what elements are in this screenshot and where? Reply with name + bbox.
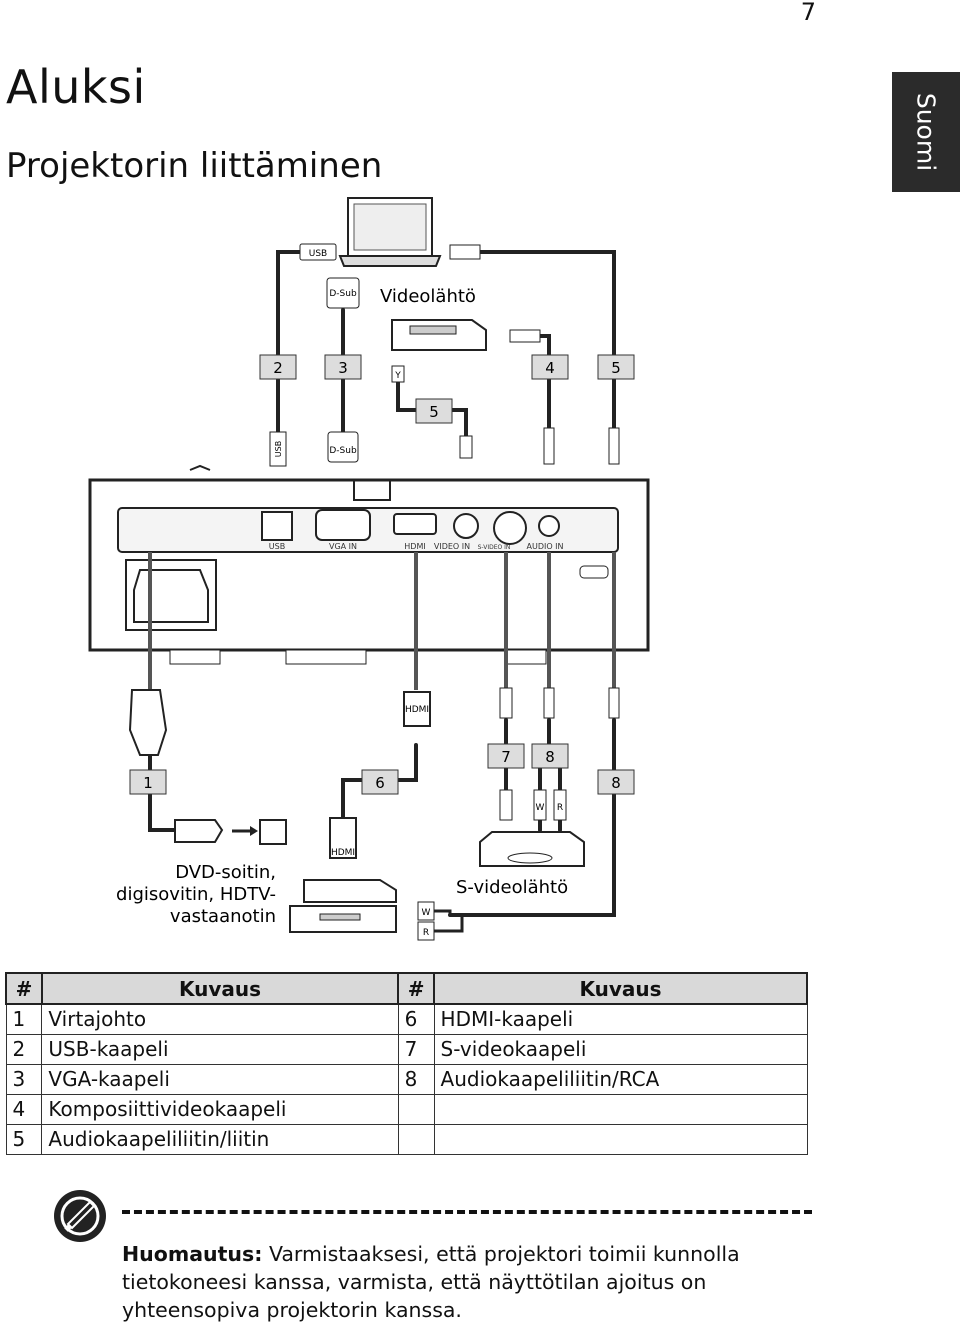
svideo-device-icon: [479, 831, 585, 867]
section-title: Projektorin liittäminen: [6, 146, 383, 186]
legend-header-row: # Kuvaus # Kuvaus: [5, 972, 808, 1005]
port-video-label: VIDEO IN: [434, 542, 470, 551]
hdmi-plug-label-top: HDMI: [405, 705, 429, 715]
callout-1: 1: [143, 774, 153, 792]
y-plug-top-label: Y: [394, 371, 401, 381]
chapter-title: Aluksi: [6, 60, 146, 114]
svideo-output-label: S-videolähtö: [456, 877, 568, 898]
dvd-label-line3: vastaanotin: [170, 906, 276, 927]
w-plug-mid-label: W: [536, 803, 545, 813]
callout-8a: 8: [545, 748, 555, 766]
callout-7: 7: [501, 748, 511, 766]
port-svideo-label: S-VIDEO IN: [478, 544, 511, 551]
note-text: Huomautus: Varmistaaksesi, että projekto…: [122, 1240, 762, 1323]
callout-3: 3: [338, 359, 348, 377]
dsub-plug-label-top: D-Sub: [329, 289, 357, 299]
connection-diagram: USB D-Sub Videolähtö Y 2 3 4 5 5 1 6 7 8…: [0, 190, 960, 950]
video-output-label: Videolähtö: [380, 286, 476, 307]
hdmi-plug-label-bottom: HDMI: [331, 848, 355, 858]
laptop-icon: [338, 197, 442, 267]
row-num: 1: [5, 1003, 43, 1035]
row-desc: S-videokaapeli: [433, 1033, 808, 1065]
row-num: 6: [397, 1003, 435, 1035]
table-row: 1 Virtajohto 6 HDMI-kaapeli: [5, 1003, 808, 1035]
header-num-2: #: [397, 972, 436, 1005]
r-plug-mid-label: R: [557, 803, 563, 813]
row-desc: VGA-kaapeli: [41, 1063, 399, 1095]
row-num: 7: [397, 1033, 435, 1065]
header-desc-2: Kuvaus: [433, 972, 808, 1005]
row-desc: [433, 1123, 808, 1155]
usb-plug-label-bottom: USB: [274, 441, 283, 457]
row-desc: [433, 1093, 808, 1125]
table-row: 2 USB-kaapeli 7 S-videokaapeli: [5, 1033, 808, 1065]
callout-4: 5: [429, 403, 439, 421]
row-num: 4: [5, 1093, 43, 1125]
note-pencil-icon: [52, 1188, 108, 1244]
port-usb-label: USB: [269, 542, 285, 551]
table-row: 5 Audiokaapeliliitin/liitin: [5, 1123, 808, 1155]
row-desc: Audiokaapeliliitin/RCA: [433, 1063, 808, 1095]
dvd-label-line2: digisovitin, HDTV-: [116, 884, 276, 905]
callout-8b: 8: [611, 774, 621, 792]
power-plug-icon: [128, 689, 168, 756]
vcr-icon: [391, 319, 487, 351]
row-desc: Audiokaapeliliitin/liitin: [41, 1123, 399, 1155]
row-desc: Komposiittivideokaapeli: [41, 1093, 399, 1125]
language-tab: Suomi: [892, 72, 960, 192]
row-num: 5: [5, 1123, 43, 1155]
table-row: 4 Komposiittivideokaapeli: [5, 1093, 808, 1125]
note-body: Varmistaaksesi, että projektori toimii k…: [122, 1242, 740, 1322]
row-num: [397, 1123, 435, 1155]
usb-cable: [276, 250, 302, 440]
callout-5a: 4: [545, 359, 555, 377]
audio-cable-vcr: [538, 334, 551, 434]
callout-2: 2: [273, 359, 283, 377]
language-tab-label: Suomi: [911, 92, 941, 172]
r-plug-bottom-label: R: [423, 928, 429, 938]
note-divider: [122, 1210, 812, 1214]
row-desc: Virtajohto: [41, 1003, 399, 1035]
legend-table: # Kuvaus # Kuvaus 1 Virtajohto 6 HDMI-ka…: [5, 972, 808, 1155]
header-num-1: #: [5, 972, 43, 1005]
header-desc-1: Kuvaus: [40, 972, 400, 1005]
note-label: Huomautus:: [122, 1242, 263, 1266]
row-num: 2: [5, 1033, 43, 1065]
callout-6: 6: [375, 774, 385, 792]
page-number: 7: [800, 0, 816, 26]
port-audio-label: AUDIO IN: [526, 542, 563, 551]
dvd-label-line1: DVD-soitin,: [175, 862, 276, 883]
wall-socket-icon: [259, 819, 287, 845]
rca-short: [538, 818, 562, 832]
projector-icon: [88, 464, 650, 665]
connection-diagram-svg: USB D-Sub Videolähtö Y 2 3 4 5 5 1 6 7 8…: [88, 197, 650, 941]
port-hdmi-label: HDMI: [404, 542, 425, 551]
row-num: 8: [397, 1063, 435, 1095]
table-row: 3 VGA-kaapeli 8 Audiokaapeliliitin/RCA: [5, 1063, 808, 1095]
row-num: [397, 1093, 435, 1125]
row-desc: HDMI-kaapeli: [433, 1003, 808, 1035]
port-vga-label: VGA IN: [329, 542, 357, 551]
w-plug-bottom-label: W: [422, 908, 431, 918]
dvd-player-icon: [289, 879, 397, 933]
row-num: 3: [5, 1063, 43, 1095]
callout-5b: 5: [611, 359, 621, 377]
wall-plug-icon: [174, 819, 224, 843]
dsub-plug-label-bottom: D-Sub: [329, 446, 357, 456]
row-desc: USB-kaapeli: [41, 1033, 399, 1065]
usb-plug-label-top: USB: [309, 249, 327, 259]
